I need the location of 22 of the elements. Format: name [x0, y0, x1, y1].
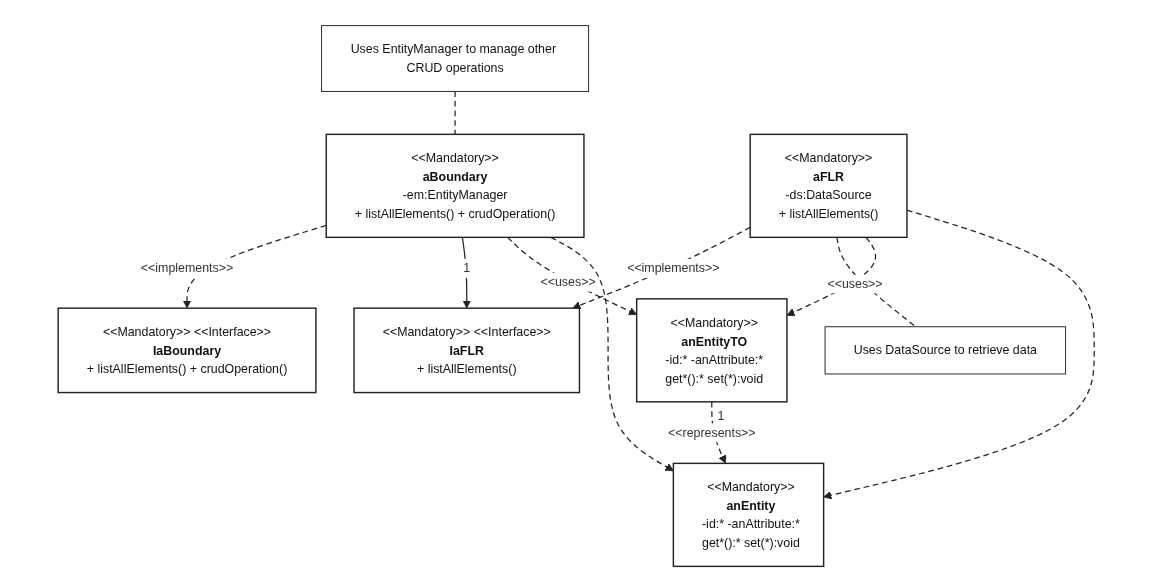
- arrow: [711, 401, 727, 464]
- arrow: [823, 209, 1095, 500]
- arrow: [550, 236, 674, 472]
- node-box: <<Mandatory>> anEntity -id:* -anAttribute:* get*():* set(*):void: [672, 462, 825, 568]
- arrow: [461, 236, 471, 309]
- arrow: [506, 236, 637, 316]
- edge-label: <<represents>>: [667, 425, 756, 440]
- edge-label: <<uses>>: [827, 276, 883, 291]
- connector: [836, 236, 917, 328]
- multiplicity-label: 1: [717, 408, 725, 423]
- edge-label: <<implements>>: [626, 260, 720, 276]
- node-box: <<Mandatory>> aFLR -ds:DataSource + listAllElements(): [749, 133, 908, 239]
- edge-label: 1: [463, 260, 471, 276]
- node-box: Uses DataSource to retrieve data: [824, 326, 1066, 375]
- node-box: <<Mandatory>> anEntityTO -id:* -anAttribute:* get*():* set(*):void: [635, 298, 788, 403]
- connector: [454, 90, 456, 135]
- node-box: <<Mandatory>> <<Interface>> IaFLR + listAllElements(): [353, 307, 580, 394]
- node-box: <<Mandatory>> <<Interface>> IaBoundary + listAllElements() + crudOperation(): [57, 307, 317, 394]
- edge-label: <<implements>>: [140, 260, 234, 276]
- edge-label: <<uses>>: [540, 274, 596, 289]
- node-box: Uses EntityManager to manage other CRUD operations: [320, 25, 589, 92]
- node-box: <<Mandatory>> aBoundary -em:EntityManager + listAllElements() + crudOperation(): [325, 133, 585, 239]
